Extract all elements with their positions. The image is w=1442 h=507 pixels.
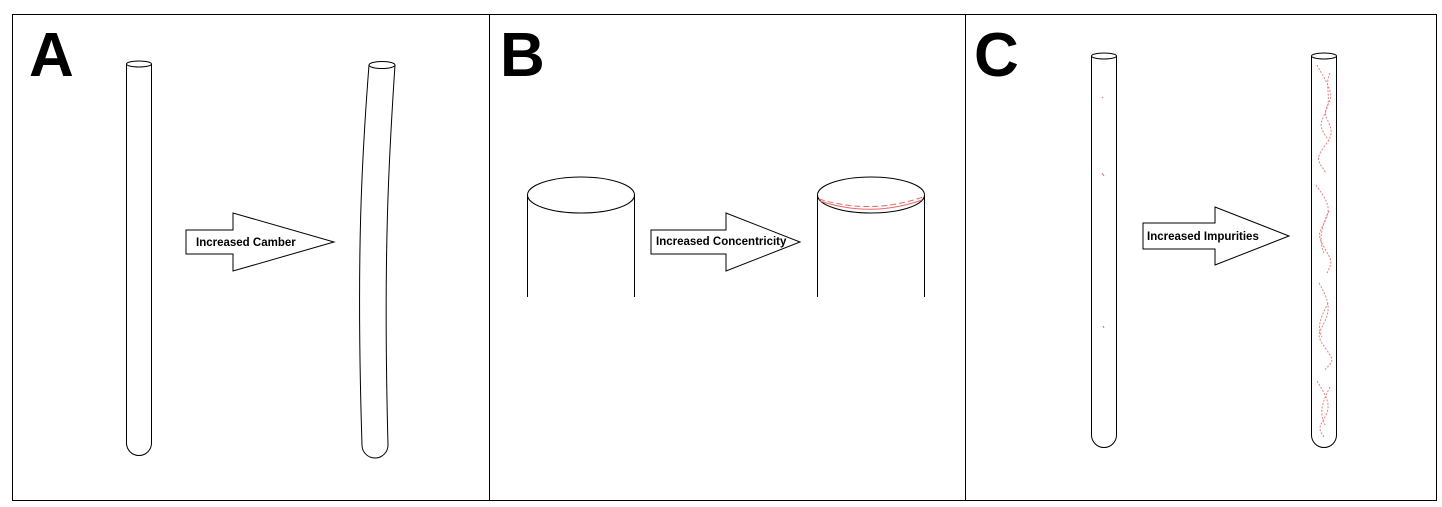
arrow-label: Increased Concentricity	[656, 236, 787, 248]
panel-c-drawing: Increased Impurities	[1091, 52, 1337, 448]
panel-a-drawing: Increased Camber	[126, 60, 396, 459]
cambered-rod	[359, 61, 396, 459]
eccentric-core-outline	[818, 196, 924, 208]
panel-b-drawing: Increased Concentricity	[527, 176, 925, 297]
panel-letter: A	[29, 21, 74, 90]
arrow: Increased Camber	[185, 212, 336, 272]
panel-letter: C	[974, 21, 1019, 90]
straight-rod	[126, 60, 152, 456]
cylinder-after	[817, 176, 925, 297]
clean-rod	[1091, 52, 1117, 448]
panel-letter: B	[500, 21, 545, 90]
arrow-label: Increased Impurities	[1147, 231, 1259, 243]
panel-a: A Increased Camber	[12, 14, 490, 501]
arrow: Increased Concentricity	[650, 212, 802, 272]
arrow: Increased Impurities	[1142, 206, 1291, 266]
cylinder-before	[527, 176, 635, 297]
arrow-label: Increased Camber	[196, 237, 296, 249]
impurity-streaks	[1315, 64, 1333, 438]
panel-c: C Increased Impurities	[965, 14, 1437, 501]
impure-rod	[1311, 52, 1337, 448]
panel-b: B Increased Concentricity	[489, 14, 966, 501]
